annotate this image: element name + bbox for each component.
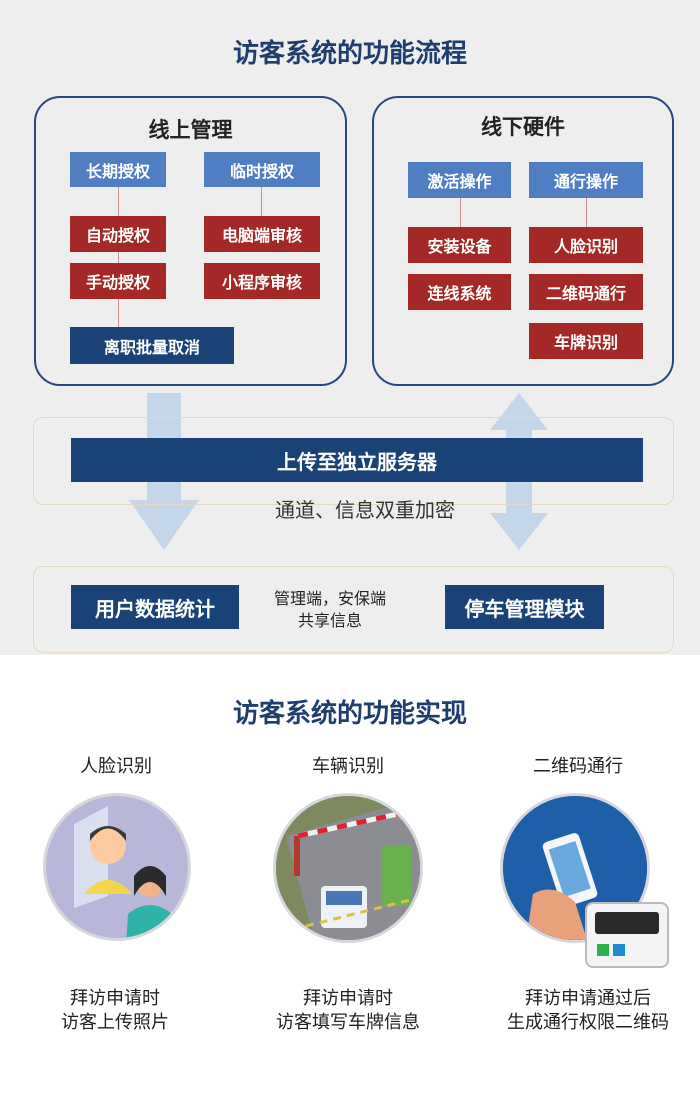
flow-title: 访客系统的功能流程 (232, 39, 467, 69)
scanner-window (595, 912, 659, 934)
wechat-icon (597, 944, 609, 956)
manual-auth-box: 手动授权 (70, 263, 166, 299)
connect-system-box: 连线系统 (408, 274, 511, 310)
feature-label-vehicle: 车辆识别 (312, 756, 384, 777)
feature-desc-vehicle: 拜访申请时 访客填写车牌信息 (238, 987, 458, 1035)
share-info-text: 管理端，安保端 共享信息 (250, 588, 410, 632)
feature-desc-face: 拜访申请时 访客上传照片 (20, 987, 210, 1035)
offline-panel (372, 96, 674, 386)
bulk-revoke-box: 离职批量取消 (70, 327, 234, 364)
share-info-line2: 共享信息 (297, 611, 362, 630)
qrcode-pass-image (500, 793, 650, 943)
connector-line (261, 187, 262, 216)
share-info-line1: 管理端，安保端 (273, 589, 386, 608)
alipay-icon (613, 944, 625, 956)
online-panel-title: 线上管理 (148, 118, 233, 142)
pc-review-box: 电脑端审核 (204, 216, 320, 252)
stats-band (33, 566, 674, 653)
encryption-text: 通道、信息双重加密 (275, 498, 455, 522)
feature-desc-line2: 访客填写车牌信息 (276, 1012, 420, 1033)
user-stats-box: 用户数据统计 (71, 585, 239, 629)
online-panel (34, 96, 347, 386)
connector-line (118, 187, 119, 327)
mini-program-review-box: 小程序审核 (204, 263, 320, 299)
feature-desc-line1: 拜访申请通过后 (525, 988, 651, 1009)
server-band (33, 417, 674, 505)
activate-operation-box: 激活操作 (408, 162, 511, 198)
feature-desc-line2: 访客上传照片 (61, 1012, 169, 1033)
feature-desc-qrcode: 拜访申请通过后 生成通行权限二维码 (478, 987, 698, 1035)
face-recognition-box: 人脸识别 (529, 227, 643, 263)
feature-label-qrcode: 二维码通行 (533, 756, 623, 777)
feature-desc-line2: 生成通行权限二维码 (507, 1012, 669, 1033)
features-title: 访客系统的功能实现 (232, 699, 467, 729)
temporary-auth-box: 临时授权 (204, 152, 320, 187)
feature-desc-line1: 拜访申请时 (70, 988, 160, 1009)
connector-line (460, 198, 461, 227)
face-recognition-image (43, 793, 191, 941)
server-upload-bar: 上传至独立服务器 (71, 438, 643, 482)
qr-scanner-device (585, 902, 669, 968)
pass-operation-box: 通行操作 (529, 162, 643, 198)
parking-module-box: 停车管理模块 (445, 585, 604, 629)
feature-desc-line1: 拜访申请时 (303, 988, 393, 1009)
connector-line (586, 198, 587, 227)
auto-auth-box: 自动授权 (70, 216, 166, 252)
feature-label-face: 人脸识别 (80, 756, 152, 777)
plate-recognition-box: 车牌识别 (529, 323, 643, 359)
qrcode-pass-box: 二维码通行 (529, 274, 643, 310)
long-term-auth-box: 长期授权 (70, 152, 166, 187)
offline-panel-title: 线下硬件 (481, 115, 565, 139)
install-device-box: 安装设备 (408, 227, 511, 263)
vehicle-recognition-image (273, 793, 423, 943)
